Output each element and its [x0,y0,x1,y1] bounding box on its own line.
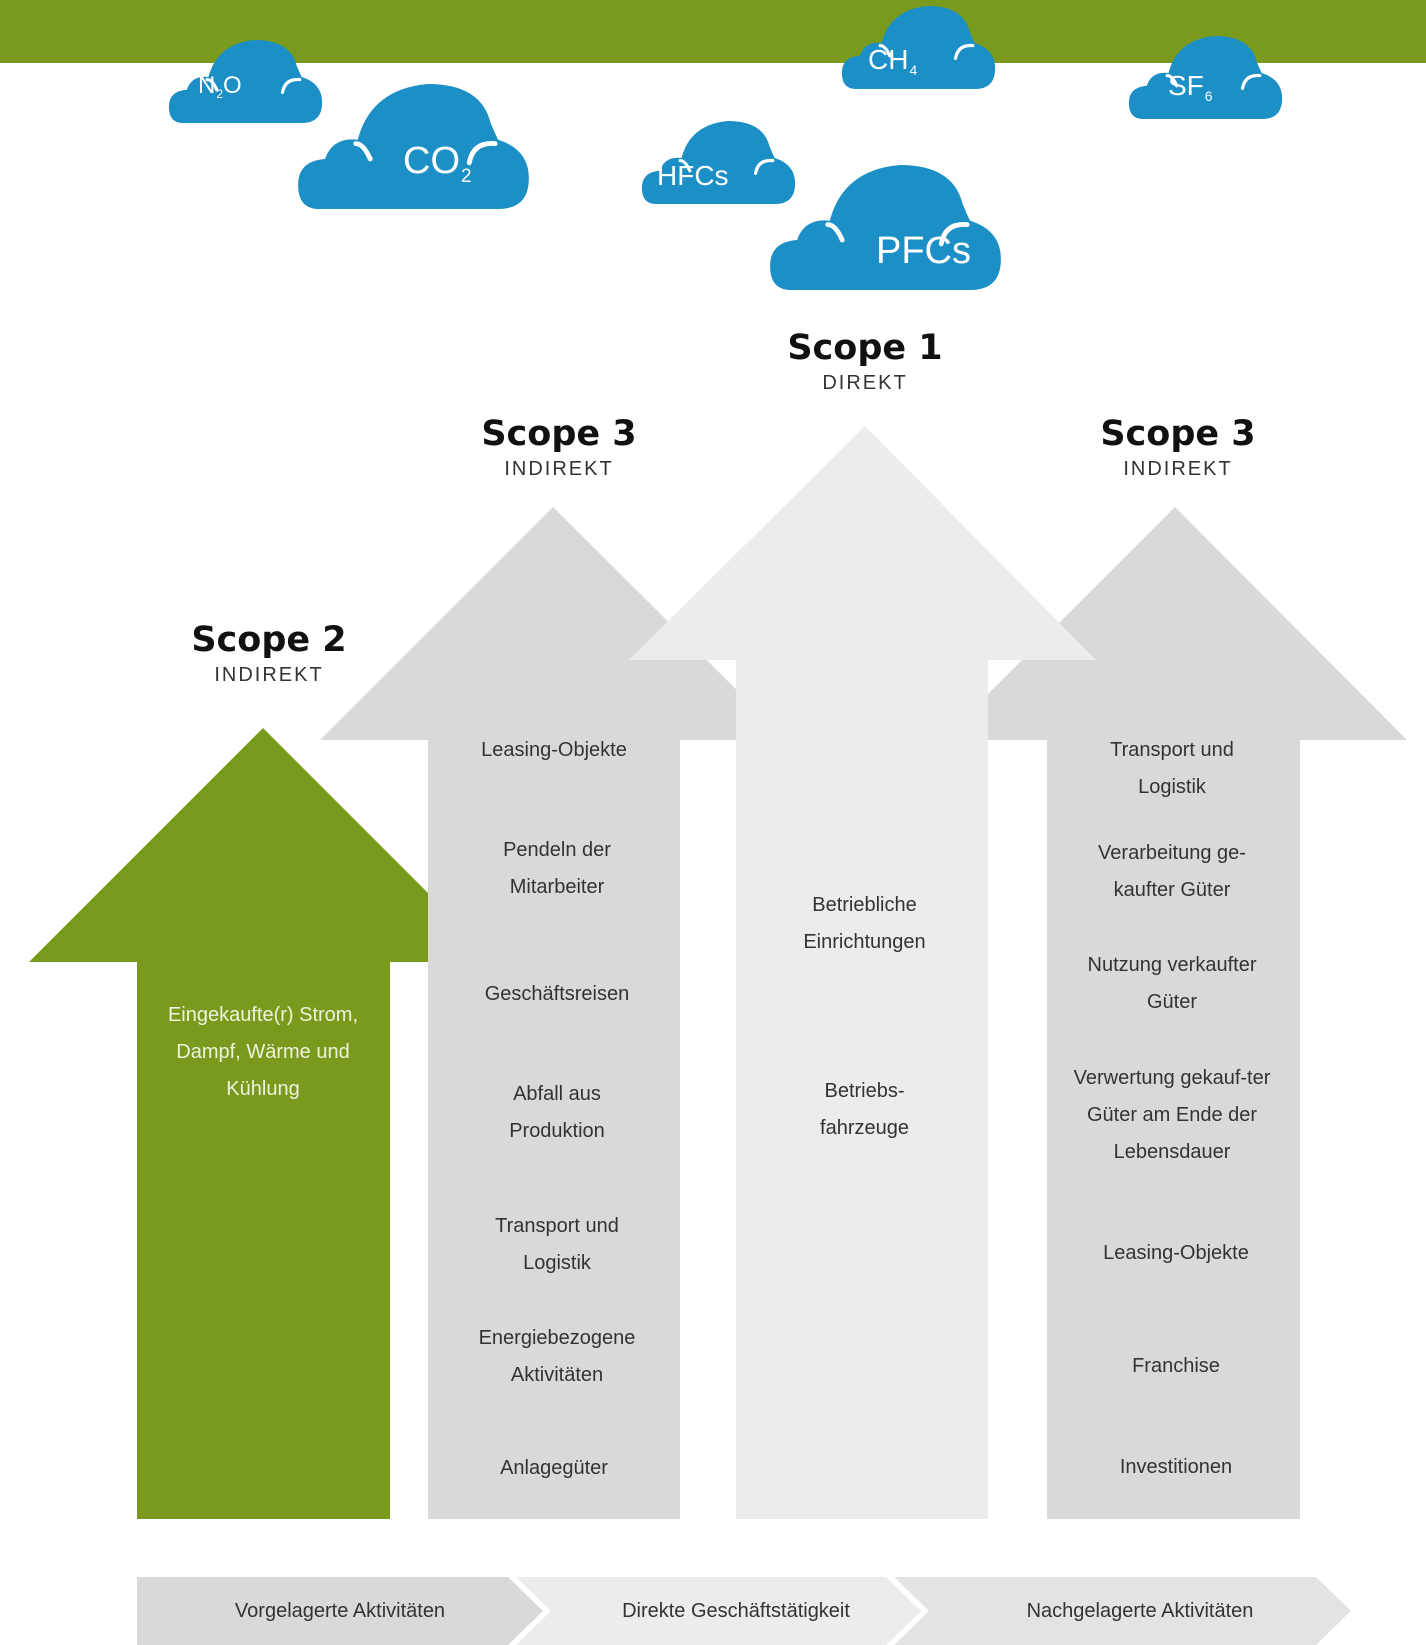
flow-label-upstream: Vorgelagerte Aktivitäten [234,1600,446,1622]
sf6-label: SF6 [1168,70,1213,105]
ch4-cloud-icon [840,6,997,89]
scope1-arrow [629,426,1096,1519]
co2-label: CO2 [403,140,472,187]
pfcs-label: PFCs [876,230,971,272]
scope3-upstream-title: Scope 3 [481,414,637,454]
scope2-arrow [29,728,428,1519]
scope2-heading: Scope 2 INDIREKT [139,620,399,687]
n2o-label: N2O [198,72,242,102]
scope3-upstream-item: Energiebezogene Aktivitäten [478,1327,636,1386]
scope2-title: Scope 2 [191,620,347,660]
scope3-upstream-heading: Scope 3 INDIREKT [429,414,689,481]
scope3-upstream-item: Transport und Logistik [495,1215,619,1274]
flow-chevron-direct [516,1577,921,1645]
scope3-downstream-title: Scope 3 [1100,414,1256,454]
scope3-downstream-heading: Scope 3 INDIREKT [1048,414,1308,481]
scope3-downstream-item: Verarbeitung ge-kaufter Güter [1098,842,1246,901]
scope3-downstream-item: Leasing-Objekte [1103,1242,1249,1264]
scope1-title: Scope 1 [787,328,943,368]
scope2-item: Eingekaufte(r) Strom, Dampf, Wärme und K… [167,1004,359,1100]
scope3-downstream-arrow [942,507,1407,1519]
scope3-downstream-item: Nutzung verkaufter Güter [1087,954,1257,1013]
flow-chevron-upstream [137,1577,543,1645]
scope3-upstream-item: Geschäftsreisen [484,983,630,1005]
flow-chevron-downstream [894,1577,1351,1645]
scope1-item: Betriebliche Einrichtungen [803,894,926,953]
scope3-upstream-arrow [320,507,787,1519]
scope2-type: INDIREKT [214,664,324,686]
ch4-label: CH4 [868,44,918,79]
scope3-upstream-item: Leasing-Objekte [481,739,627,761]
scope1-type: DIREKT [822,372,908,394]
hfcs-label: HFCs [657,160,729,191]
scope3-upstream-item: Abfall aus Produktion [509,1083,605,1142]
scope1-heading: Scope 1 DIREKT [735,328,995,395]
scope3-downstream-item: Investitionen [1119,1456,1233,1478]
scope3-upstream-item: Pendeln der Mitarbeiter [503,839,611,898]
flow-label-downstream: Nachgelagerte Aktivitäten [1026,1600,1254,1622]
scope3-upstream-type: INDIREKT [504,458,614,480]
scope3-downstream-item: Franchise [1132,1355,1220,1377]
scope1-item: Betriebs-fahrzeuge [820,1080,909,1139]
scope3-downstream-item: Verwertung gekauf-ter Güter am Ende der … [1073,1067,1271,1163]
flow-label-direct: Direkte Geschäftstätigkeit [622,1600,850,1622]
scope3-upstream-item: Anlagegüter [500,1457,608,1479]
scope3-downstream-type: INDIREKT [1123,458,1233,480]
scope3-downstream-item: Transport und Logistik [1110,739,1234,798]
n2o-cloud-icon [167,40,324,123]
